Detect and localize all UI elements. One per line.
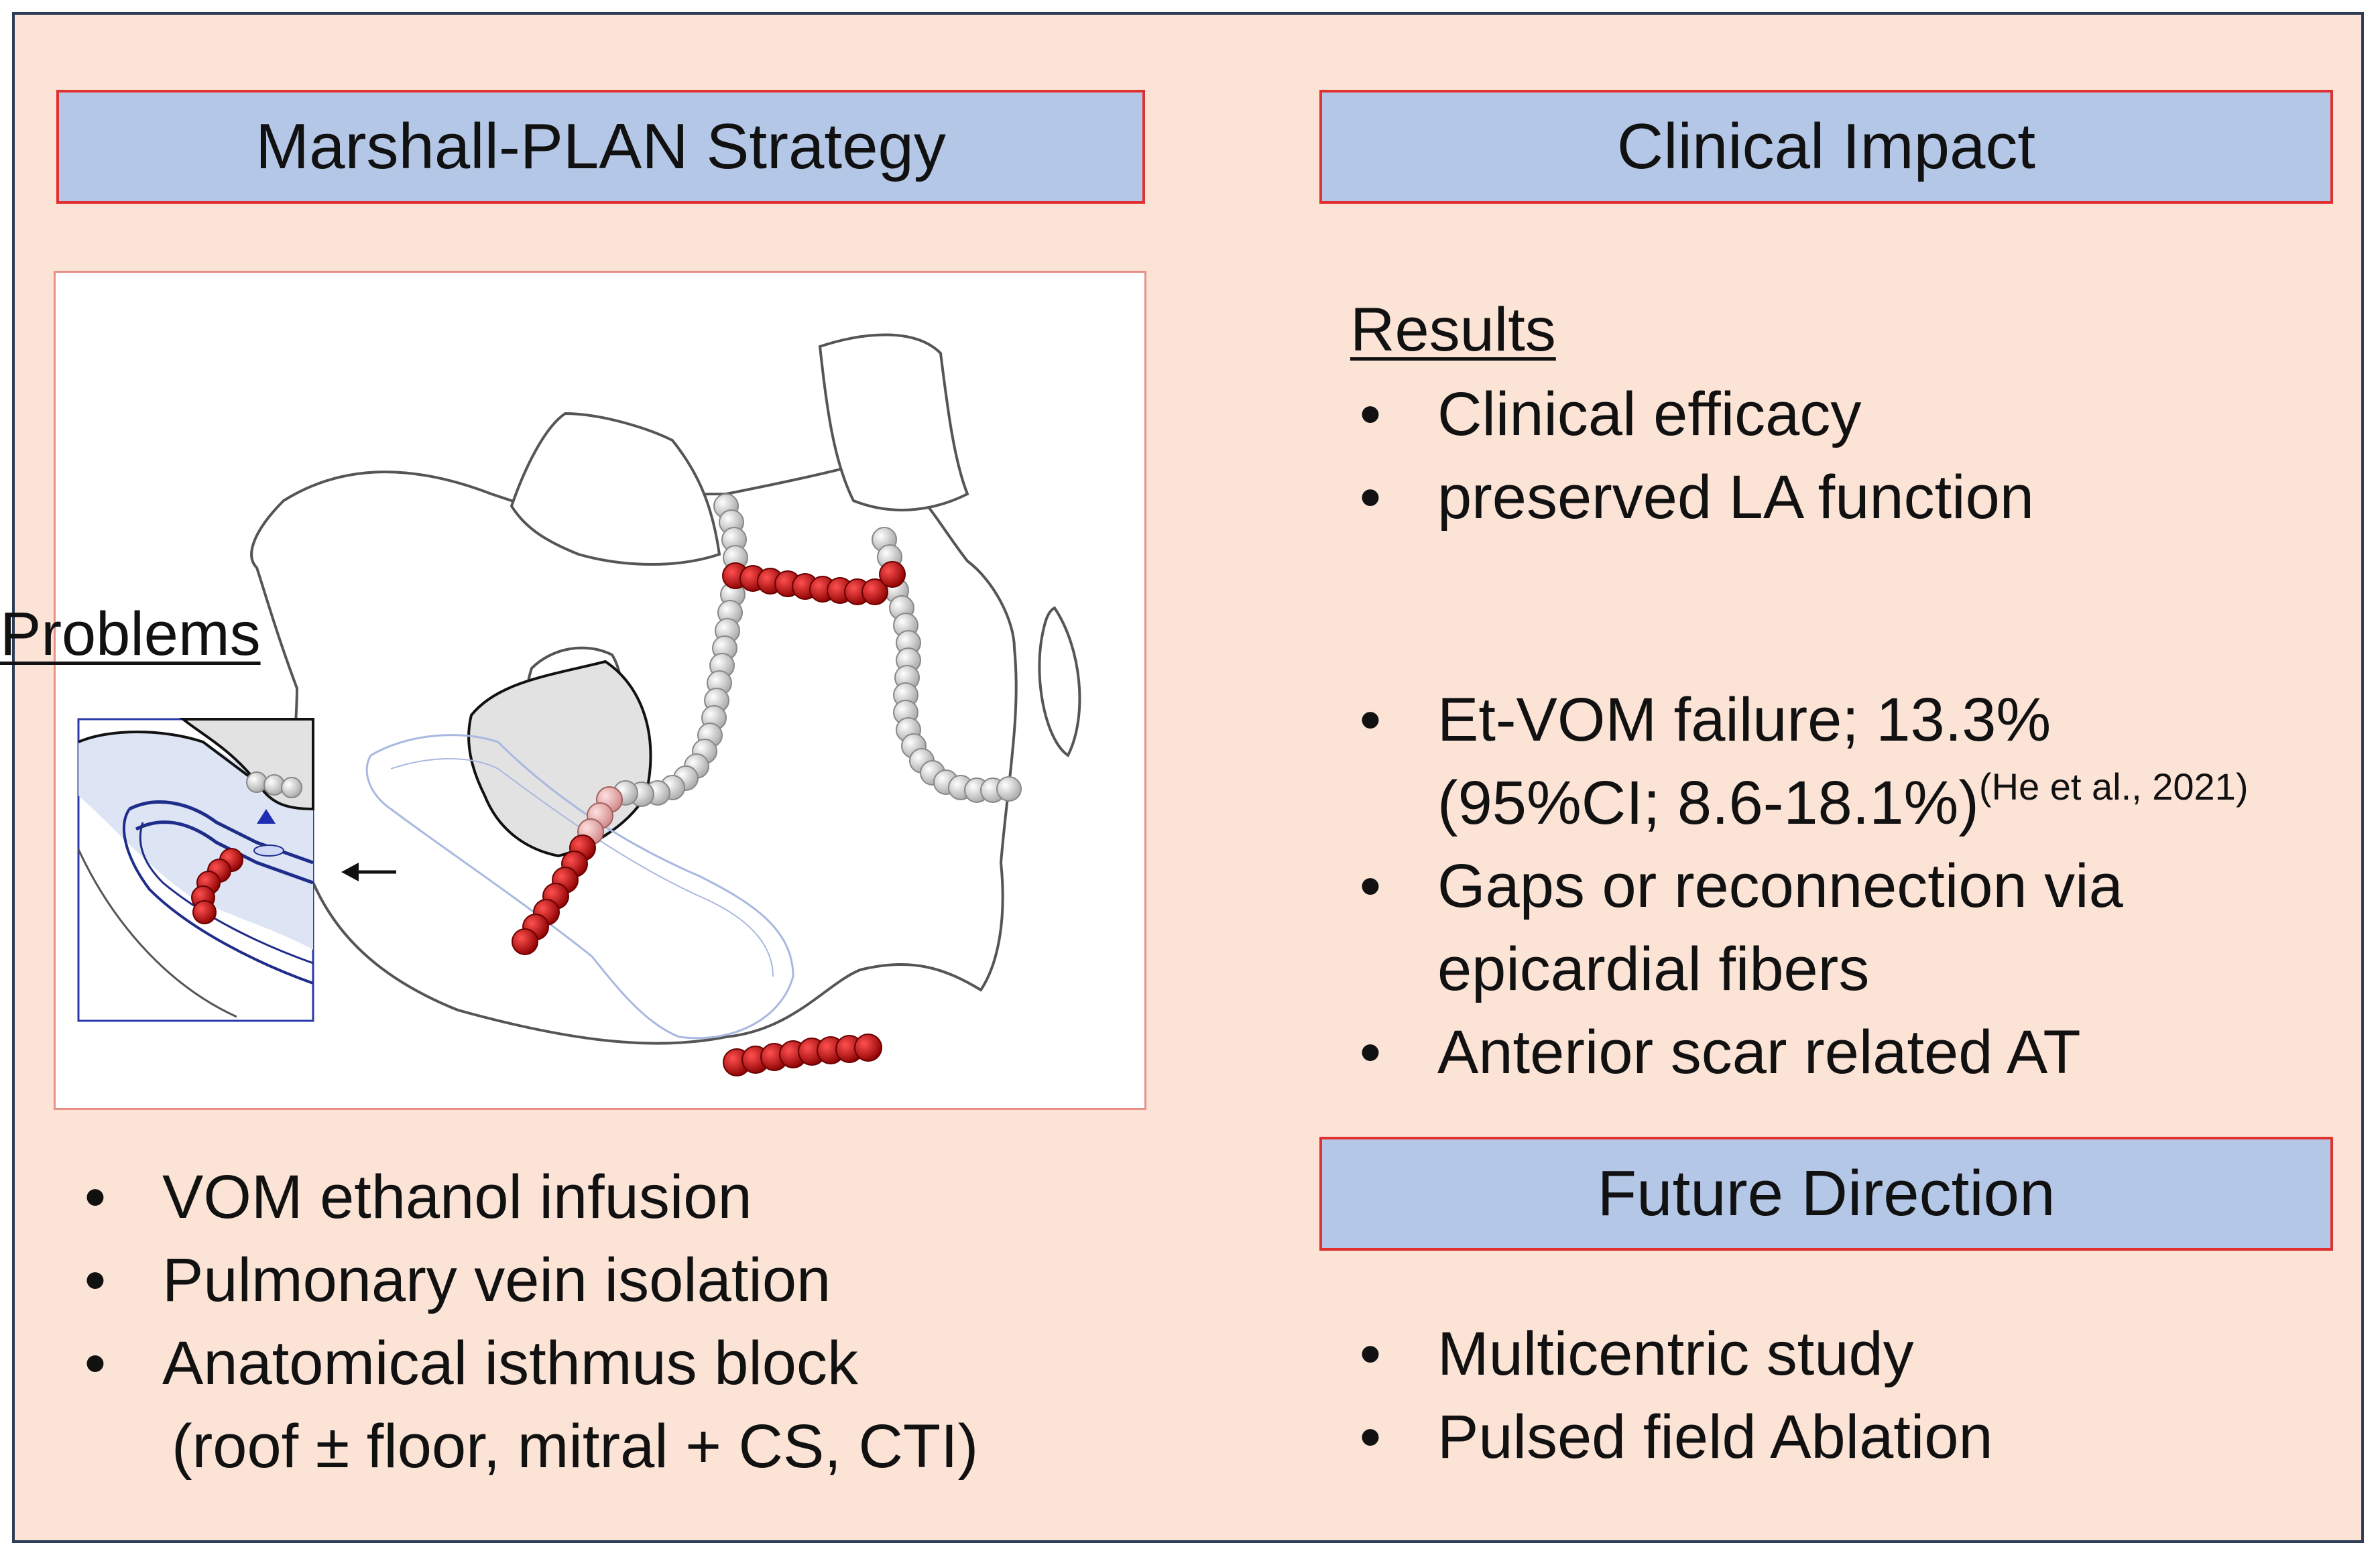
inset-pvi-bead [281,777,302,798]
bullet-dot: • [84,1329,107,1397]
inset-outer-contour [77,849,237,1018]
list-item: • Anatomical isthmus block (roof ± floor,… [75,1322,978,1488]
inset-red-beads [191,848,243,924]
cs-vessel-outer [123,808,314,985]
list-item: • Pulsed field Ablation [1350,1395,1993,1479]
left-atrium-illustration [54,271,1146,1110]
future-direction-header: Future Direction [1319,1137,2333,1251]
right-pv-ostium [1038,606,1081,757]
list-item-text: Pulmonary vein isolation [162,1246,831,1314]
mitral-line-beads [512,834,596,955]
strategy-list: • VOM ethanol infusion • Pulmonary vein is… [75,1156,978,1488]
bullet-dot: • [1359,1018,1382,1086]
list-item-text: preserved LA function [1437,463,2034,532]
list-item-text: Anatomical isthmus block [162,1329,858,1397]
bullet-dot: • [1359,1320,1382,1388]
future-direction-title: Future Direction [1597,1158,2056,1229]
ci-text: (95%CI; 8.6-18.1%) [1437,769,1979,837]
vom-balloon [253,845,284,857]
problems-heading: Problems [0,600,261,668]
marshall-plan-title: Marshall-PLAN Strategy [255,111,946,182]
left-atrium-diagram [77,333,1081,1076]
right-superior-pv [818,333,969,511]
list-item-text: Et-VOM failure; 13.3% [1437,686,2051,754]
list-item: • Clinical efficacy [1350,373,2034,456]
marshall-plan-header: Marshall-PLAN Strategy [56,90,1145,204]
list-item-text: Multicentric study [1437,1320,1914,1388]
inset-pvi-bead [263,774,285,796]
list-item-text: Pulsed field Ablation [1437,1403,1993,1471]
inset-wall-edge [78,731,258,784]
vom-vessel-lower [135,820,314,885]
list-item-text: VOM ethanol infusion [162,1163,752,1231]
roof-bead [879,561,906,588]
pv-isolation-beads [613,493,1022,807]
bullet-dot: • [1359,686,1382,754]
cti-line-beads [723,1034,882,1076]
mitral-bead [512,928,538,955]
list-item: • preserved LA function [1350,456,2034,539]
bullet-dot: • [1359,463,1382,532]
list-item: • Pulmonary vein isolation [75,1239,978,1322]
list-item: • VOM ethanol infusion [75,1156,978,1239]
list-item: • Multicentric study [1350,1312,1993,1395]
list-item: • Et-VOM failure; 13.3% (95%CI; 8.6-18.1%… [1350,678,2249,845]
clinical-impact-title: Clinical Impact [1616,111,2036,182]
inset-white-beads [246,771,302,798]
bullet-dot: • [84,1163,107,1231]
future-list: • Multicentric study • Pulsed field Ablati… [1350,1312,1993,1479]
results-list: • Clinical efficacy • preserved LA functio… [1350,373,2034,539]
clinical-impact-header: Clinical Impact [1319,90,2333,204]
bullet-dot: • [84,1246,107,1314]
citation-superscript: (He et al., 2021) [1978,765,2249,808]
cti-bead [854,1034,882,1062]
bullet-dot: • [1359,852,1382,920]
left-arrow-icon [341,863,396,881]
roof-bead [861,578,888,605]
bullet-dot: • [1359,380,1382,448]
list-item-text: Gaps or reconnection via [1437,852,2123,920]
balloon-marker-icon [257,809,276,824]
list-item-text: Clinical efficacy [1437,380,1862,448]
inset-ablation-bead [192,900,217,924]
left-superior-pv [510,412,721,566]
results-heading: Results [1350,296,1556,364]
bullet-dot: • [1359,1403,1382,1471]
roof-line-beads [722,561,906,605]
problems-list: • Et-VOM failure; 13.3% (95%CI; 8.6-18.1%… [1350,678,2249,1094]
list-item-text: Anterior scar related AT [1437,1018,2081,1086]
vom-vessel-upper [128,800,314,865]
list-item-continuation: (95%CI; 8.6-18.1%)(He et al., 2021) [1437,761,2248,845]
list-item: • Gaps or reconnection via epicardial fib… [1350,845,2248,1011]
cs-vessel-inner [139,822,314,965]
list-item: • Anterior scar related AT [1350,1011,2248,1094]
vom-inset-panel [77,718,314,1022]
pvi-bead [996,776,1022,802]
list-item-continuation: epicardial fibers [1437,935,1870,1003]
inset-pvi-bead [246,771,267,793]
coronary-sinus-outline [365,734,794,1040]
list-item-continuation: (roof ± floor, mitral + CS, CTI) [172,1412,979,1481]
